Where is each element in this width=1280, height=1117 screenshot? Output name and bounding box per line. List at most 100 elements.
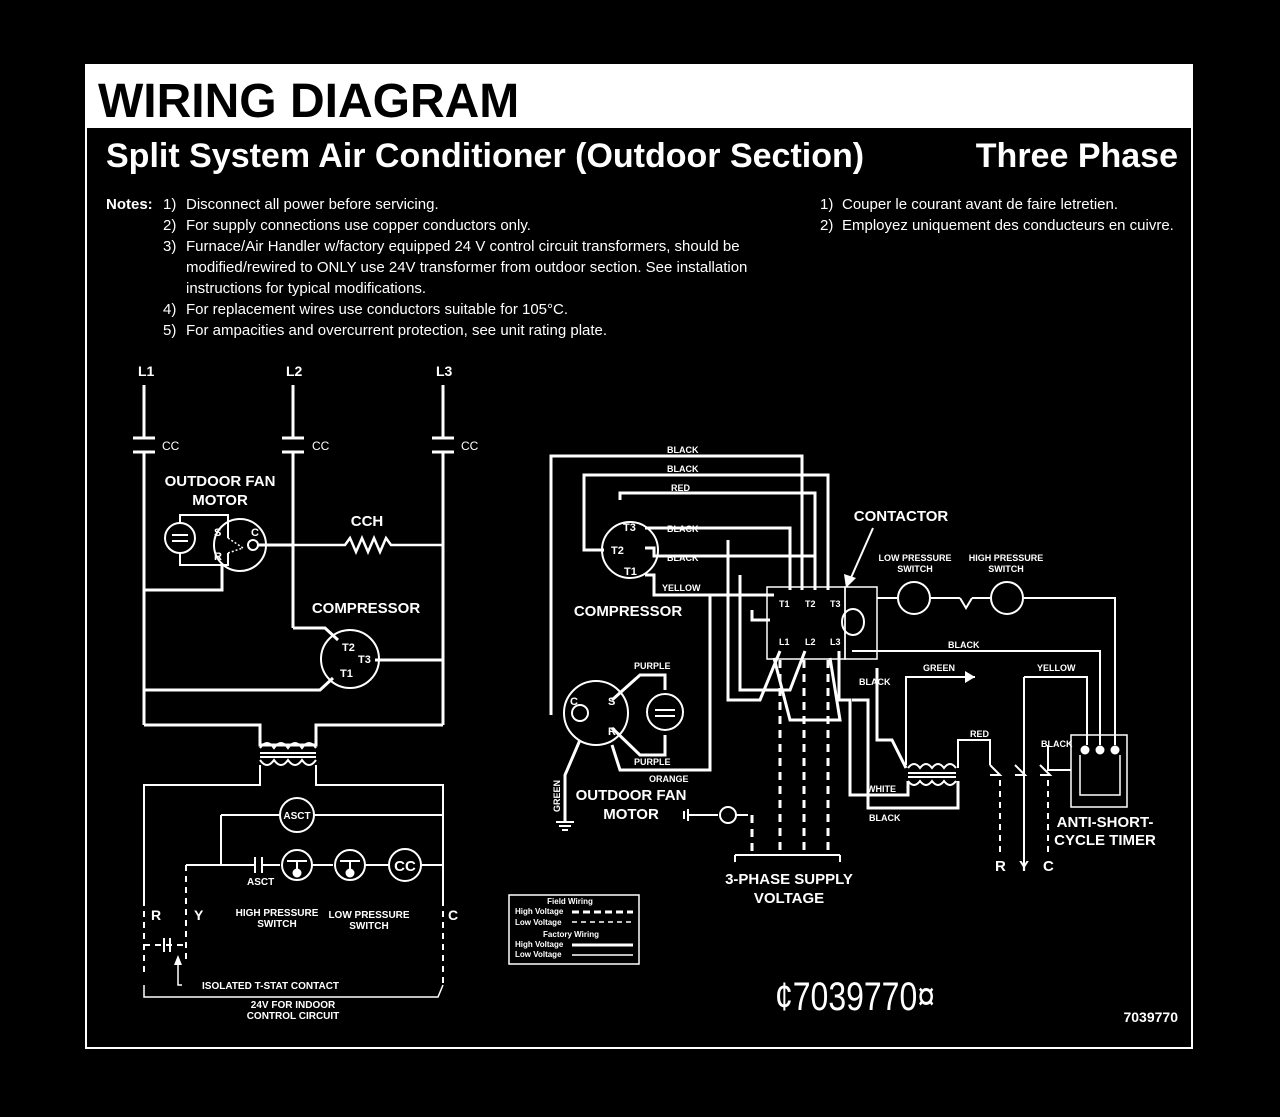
- wire-label-red-2: RED: [970, 729, 990, 739]
- contactor-l2: L2: [805, 637, 816, 647]
- line-label-l1: L1: [138, 363, 155, 379]
- legend-factory-low: Low Voltage: [515, 950, 562, 959]
- wire-label-yellow-1: YELLOW: [662, 583, 701, 593]
- fan-terminal-s: S: [214, 527, 221, 539]
- fan-motor-label-1: OUTDOOR FAN: [165, 473, 276, 490]
- barcode-text: ¢7039770¤: [775, 975, 935, 1019]
- legend-factory: Factory Wiring: [543, 930, 599, 939]
- ladder-compressor-label: COMPRESSOR: [312, 600, 421, 617]
- contactor-t2: T2: [805, 599, 816, 609]
- notes-english: 1)Disconnect all power before servicing.…: [163, 196, 747, 339]
- pic-comp-t1: T1: [624, 566, 637, 578]
- pic-transformer: [907, 763, 957, 770]
- cc-label-l3: CC: [461, 439, 479, 453]
- subtitle: Split System Air Conditioner (Outdoor Se…: [106, 137, 864, 175]
- wire-label-black-2: BLACK: [667, 464, 699, 474]
- legend-factory-high: High Voltage: [515, 940, 564, 949]
- note-text: modified/rewired to ONLY use 24V transfo…: [186, 259, 747, 276]
- cch-label: CCH: [351, 513, 384, 530]
- ladder-hps-label-1: HIGH PRESSURE: [236, 908, 319, 919]
- note-number: 3): [163, 238, 176, 255]
- note-text: For ampacities and overcurrent protectio…: [186, 322, 607, 339]
- note-text: Furnace/Air Handler w/factory equipped 2…: [186, 238, 740, 255]
- wire-label-white: WHITE: [867, 784, 896, 794]
- ladder-terminal-c: C: [448, 907, 458, 923]
- timer-label-1: ANTI-SHORT-: [1057, 814, 1154, 831]
- ladder-transformer: [259, 742, 317, 750]
- contactor-l3: L3: [830, 637, 841, 647]
- notes-french: 1) Couper le courant avant de faire letre…: [820, 196, 1174, 234]
- pic-fan-c: C: [570, 696, 578, 708]
- cc-label-l2: CC: [312, 439, 330, 453]
- wire-label-black-7: BLACK: [1041, 739, 1073, 749]
- title-banner: [86, 65, 1192, 128]
- note-text: instructions for typical modifications.: [186, 280, 426, 297]
- pic-fan-label-2: MOTOR: [603, 806, 659, 823]
- comp-t2: T2: [342, 642, 355, 654]
- pictorial-diagram: T3 T2 T1 COMPRESSOR T1 T2 T3 L1 L2 L3 CO…: [549, 445, 1156, 907]
- isolated-contact-label: ISOLATED T-STAT CONTACT: [202, 981, 339, 992]
- cc-label-l1: CC: [162, 439, 180, 453]
- pic-hps-label-1: HIGH PRESSURE: [969, 553, 1044, 563]
- comp-t3: T3: [358, 654, 371, 666]
- fan-motor-label-2: MOTOR: [192, 492, 248, 509]
- pic-fan-motor: [563, 680, 629, 746]
- legend-field: Field Wiring: [547, 897, 593, 906]
- wire-label-purple-2: PURPLE: [634, 757, 671, 767]
- contactor-label: CONTACTOR: [854, 508, 949, 525]
- phase-label: Three Phase: [976, 137, 1178, 175]
- comp-t1: T1: [340, 668, 353, 680]
- pic-fan-s: S: [608, 696, 615, 708]
- pic-comp-t3: T3: [623, 522, 636, 534]
- panel-border: [85, 64, 1193, 1049]
- wire-label-black-5: BLACK: [948, 640, 980, 650]
- note-text: For supply connections use copper conduc…: [186, 217, 531, 234]
- contactor-t1: T1: [779, 599, 790, 609]
- wire-label-purple-1: PURPLE: [634, 661, 671, 671]
- ladder-lps-label-2: SWITCH: [349, 921, 388, 932]
- wiring-legend: Field Wiring High Voltage Low Voltage Fa…: [508, 894, 640, 965]
- wire-label-yellow-2: YELLOW: [1037, 663, 1076, 673]
- note-text: For replacement wires use conductors sui…: [186, 301, 568, 318]
- legend-field-high: High Voltage: [515, 907, 564, 916]
- wire-label-red-1: RED: [671, 483, 691, 493]
- pic-hps-label-2: SWITCH: [988, 564, 1024, 574]
- wire-label-green-2: GREEN: [552, 780, 562, 812]
- note-number: 2): [820, 217, 833, 234]
- note-number: 1): [820, 196, 833, 213]
- notes-label: Notes:: [106, 196, 153, 213]
- wire-label-green-1: GREEN: [923, 663, 955, 673]
- fan-terminal-c: C: [251, 527, 259, 539]
- wire-label-black-4: BLACK: [667, 553, 699, 563]
- wire-label-black-3: BLACK: [667, 524, 699, 534]
- contactor-coil: [841, 608, 865, 636]
- note-text: Couper le courant avant de faire letreti…: [842, 196, 1118, 213]
- pic-fan-capacitor: [646, 693, 684, 731]
- part-number: 7039770: [1123, 1009, 1178, 1025]
- pic-comp-t2: T2: [611, 545, 624, 557]
- pic-lps-label-1: LOW PRESSURE: [878, 553, 951, 563]
- pic-low-pressure-switch: [897, 581, 931, 615]
- note-text: Employez uniquement des conducteurs en c…: [842, 217, 1174, 234]
- wire-label-black-1: BLACK: [667, 445, 699, 455]
- ladder-terminal-y: Y: [194, 907, 204, 923]
- pic-terminal-y: Y: [1019, 858, 1029, 875]
- indoor-circuit-label-2: CONTROL CIRCUIT: [247, 1011, 340, 1022]
- line-label-l3: L3: [436, 363, 453, 379]
- cch-resistor: [293, 534, 443, 556]
- note-number: 5): [163, 322, 176, 339]
- note-number: 4): [163, 301, 176, 318]
- pic-terminal-r: R: [995, 858, 1006, 875]
- ladder-lps-label-1: LOW PRESSURE: [328, 910, 409, 921]
- page-title: WIRING DIAGRAM: [98, 75, 519, 128]
- timer-label-2: CYCLE TIMER: [1054, 832, 1156, 849]
- asct-contact-label: ASCT: [247, 877, 274, 888]
- pic-terminal-c: C: [1043, 858, 1054, 875]
- asct-coil-label: ASCT: [283, 811, 310, 822]
- note-text: Disconnect all power before servicing.: [186, 196, 439, 213]
- pic-lps-label-2: SWITCH: [897, 564, 933, 574]
- note-number: 2): [163, 217, 176, 234]
- ladder-schematic: L1 L2 L3 CC CC CC OUTDOOR FAN MOTOR S: [133, 363, 479, 1022]
- wire-label-black-8: BLACK: [869, 813, 901, 823]
